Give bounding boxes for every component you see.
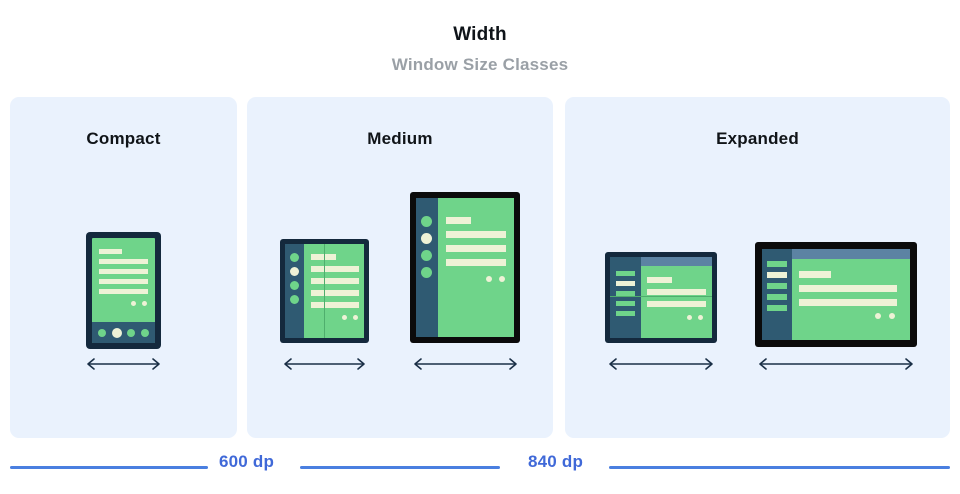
- rail-circle-active: [290, 267, 299, 276]
- panel-label-compact: Compact: [86, 129, 161, 148]
- nav-drawer: [762, 249, 792, 340]
- width-arrow-compact: [84, 357, 163, 371]
- panel-expanded: Expanded: [565, 97, 950, 438]
- nav-circle: [98, 329, 106, 337]
- panel-compact: Compact: [10, 97, 237, 438]
- drawer-item: [616, 271, 635, 276]
- content-dot: [875, 313, 881, 319]
- content-dot: [687, 315, 692, 320]
- content-line: [647, 289, 706, 295]
- content-line: [311, 278, 359, 284]
- drawer-item: [616, 291, 635, 296]
- device-tablet-landscape: [755, 242, 917, 347]
- drawer-item-active: [767, 272, 787, 278]
- nav-circle: [127, 329, 135, 337]
- nav-circle: [141, 329, 149, 337]
- content-line: [799, 285, 897, 292]
- content-line: [799, 299, 897, 306]
- panel-medium: Medium: [247, 97, 553, 438]
- rail-circle: [290, 253, 299, 262]
- drawer-item: [616, 311, 635, 316]
- content-line: [446, 231, 506, 238]
- content-line: [99, 289, 148, 294]
- tablet-screen: [416, 198, 514, 337]
- device-tablet-portrait: [410, 192, 520, 343]
- measurement-bar: 600 dp 840 dp: [0, 452, 960, 486]
- panel-label-medium: Medium: [367, 129, 433, 148]
- device-foldable-landscape: [605, 252, 717, 343]
- content-line: [647, 301, 706, 307]
- measure-label-600dp: 600 dp: [219, 452, 275, 471]
- content-line: [311, 290, 359, 296]
- content-line: [99, 269, 148, 274]
- drawer-item: [616, 301, 635, 306]
- measure-rule-mid-left: [300, 466, 500, 469]
- content-dot: [342, 315, 347, 320]
- nav-circle-active: [112, 328, 122, 338]
- nav-rail: [285, 244, 304, 338]
- content-line: [647, 277, 672, 283]
- drawer-item: [767, 305, 787, 311]
- content-line: [311, 254, 336, 260]
- width-arrow-foldable-portrait: [281, 357, 368, 371]
- rail-circle: [421, 250, 432, 261]
- page-subtitle: Window Size Classes: [391, 55, 569, 74]
- rail-circle: [290, 281, 299, 290]
- content-dot: [142, 301, 147, 306]
- content-dot: [131, 301, 136, 306]
- content-line: [99, 259, 148, 264]
- drawer-item: [767, 294, 787, 300]
- foldable-screen: [285, 244, 364, 338]
- measure-rule-right: [609, 466, 950, 469]
- rail-circle: [421, 267, 432, 278]
- fold-line: [610, 296, 712, 297]
- phone-bottom-nav: [92, 322, 155, 343]
- nav-rail: [416, 198, 438, 337]
- content-line: [311, 266, 359, 272]
- content-line: [99, 279, 148, 284]
- content-dot: [889, 313, 895, 319]
- width-arrow-tablet-portrait: [411, 357, 520, 371]
- page-title: Width: [453, 24, 507, 45]
- phone-screen: [92, 238, 155, 343]
- width-arrow-tablet-landscape: [756, 357, 916, 371]
- content-line: [446, 259, 506, 266]
- content-line: [446, 245, 506, 252]
- content-line: [311, 302, 359, 308]
- nav-drawer: [610, 257, 641, 338]
- drawer-item: [767, 283, 787, 289]
- width-arrow-foldable-landscape: [606, 357, 716, 371]
- content-dot: [353, 315, 358, 320]
- content-line: [446, 217, 471, 224]
- rail-circle: [290, 295, 299, 304]
- content-line: [99, 249, 122, 254]
- rail-circle-active: [421, 233, 432, 244]
- app-bar: [792, 249, 910, 259]
- content-dot: [698, 315, 703, 320]
- tablet-landscape-screen: [762, 249, 910, 340]
- drawer-item-active: [616, 281, 635, 286]
- drawer-item: [767, 261, 787, 267]
- panel-label-expanded: Expanded: [716, 129, 799, 148]
- rail-circle: [421, 216, 432, 227]
- content-line: [799, 271, 831, 278]
- app-bar: [641, 257, 712, 266]
- content-dot: [486, 276, 492, 282]
- measure-rule-left: [10, 466, 208, 469]
- content-dot: [499, 276, 505, 282]
- fold-line: [324, 244, 325, 338]
- measure-label-840dp: 840 dp: [528, 452, 584, 471]
- device-foldable-portrait: [280, 239, 369, 343]
- foldable-landscape-screen: [610, 257, 712, 338]
- device-phone-portrait: [86, 232, 161, 349]
